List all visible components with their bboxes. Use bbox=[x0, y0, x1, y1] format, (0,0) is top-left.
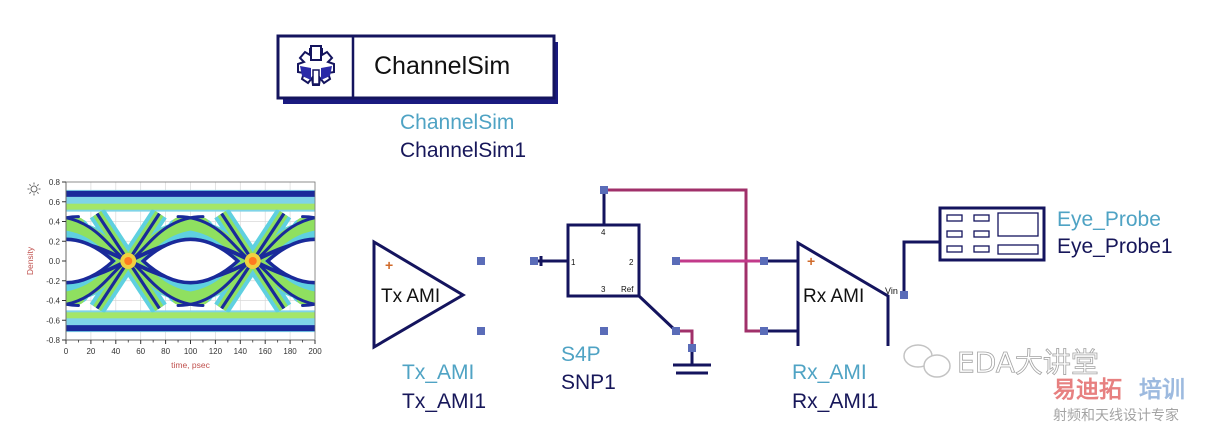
pin-square[interactable] bbox=[760, 257, 768, 265]
pin-square[interactable] bbox=[477, 257, 485, 265]
eye-diagram-chart: 0 20 40 60 80 100 120 140 160 180 200 0.8 0.6 0.4 0.2 0… bbox=[25, 178, 322, 370]
watermark-company-blue: 培训 bbox=[1139, 376, 1185, 403]
pin-square[interactable] bbox=[672, 257, 680, 265]
rx-plus-marker: + bbox=[807, 253, 815, 269]
pin-square[interactable] bbox=[688, 344, 696, 352]
snp-ref-label: Ref bbox=[621, 285, 634, 294]
y-tick-label: 0.2 bbox=[49, 237, 61, 246]
pin-square[interactable] bbox=[900, 291, 908, 299]
x-tick-label: 60 bbox=[136, 347, 145, 356]
rx-body bbox=[796, 240, 890, 346]
density-band bbox=[66, 312, 315, 319]
y-tick-label: -0.4 bbox=[46, 297, 60, 306]
rx-instance-label: Rx_AMI1 bbox=[792, 390, 879, 413]
tx-instance-label: Tx_AMI1 bbox=[402, 390, 487, 413]
crossing-core bbox=[124, 257, 133, 265]
density-band bbox=[66, 203, 315, 210]
x-tick-label: 100 bbox=[184, 347, 198, 356]
x-tick-label: 160 bbox=[259, 347, 273, 356]
rx-ami-component[interactable]: + Rx AMI Vin bbox=[796, 240, 898, 346]
watermark-tagline: 射频和天线设计专家 bbox=[1053, 407, 1179, 424]
tx-type-label: Tx_AMI bbox=[402, 361, 475, 384]
probe-button-icon bbox=[946, 245, 963, 253]
pin-square[interactable] bbox=[600, 186, 608, 194]
wire-ref-to-ground bbox=[676, 329, 694, 348]
x-tick-label: 200 bbox=[308, 347, 322, 356]
rail-top-line bbox=[66, 191, 315, 197]
eye-opening bbox=[140, 237, 241, 285]
snp-type-label: S4P bbox=[561, 343, 601, 366]
probe-screen-icon bbox=[997, 212, 1039, 237]
snp-port-3: 3 bbox=[601, 285, 606, 294]
snp-port-2: 2 bbox=[629, 258, 634, 267]
eye-probe-component[interactable] bbox=[938, 206, 1046, 262]
probe-button-icon bbox=[946, 214, 963, 222]
probe-button-icon bbox=[973, 214, 990, 222]
pins bbox=[477, 186, 908, 352]
wire-ref bbox=[637, 294, 678, 333]
x-tick-label: 80 bbox=[161, 347, 170, 356]
controller-title: ChannelSim bbox=[374, 52, 511, 80]
probe-button-icon bbox=[973, 230, 990, 238]
y-tick-label: -0.2 bbox=[46, 277, 60, 286]
eye-opening bbox=[265, 237, 315, 285]
y-tick-label: 0.4 bbox=[49, 218, 61, 227]
probe-instance-label: Eye_Probe1 bbox=[1057, 235, 1173, 258]
x-tick-label: 140 bbox=[234, 347, 248, 356]
crossing-core bbox=[248, 257, 257, 265]
snp-port-1: 1 bbox=[571, 258, 576, 267]
snp-instance-label: SNP1 bbox=[561, 371, 616, 394]
watermark-company-red: 易迪拓 bbox=[1053, 377, 1122, 403]
x-tick-label: 180 bbox=[283, 347, 297, 356]
y-tick-label: 0.8 bbox=[49, 178, 61, 187]
pin-square[interactable] bbox=[672, 327, 680, 335]
snp-port-4: 4 bbox=[601, 228, 606, 237]
eye-density bbox=[66, 189, 315, 333]
tx-symbol-text: Tx AMI bbox=[381, 286, 440, 307]
probe-button-icon bbox=[946, 230, 963, 238]
tx-ami-component[interactable]: + Tx AMI bbox=[372, 239, 466, 350]
x-tick-label: 120 bbox=[209, 347, 223, 356]
controller-instance-label: ChannelSim1 bbox=[400, 139, 527, 162]
wechat-icon bbox=[903, 344, 951, 378]
pin-square[interactable] bbox=[530, 257, 538, 265]
channelsim-controller[interactable] bbox=[276, 34, 558, 104]
watermark-brand: EDA大讲堂 bbox=[957, 346, 1099, 379]
watermark: EDA大讲堂 易迪拓 培训 射频和天线设计专家 bbox=[903, 344, 1185, 424]
pin-square[interactable] bbox=[600, 327, 608, 335]
sun-icon bbox=[27, 182, 41, 196]
y-tick-label: -0.6 bbox=[46, 316, 60, 325]
x-tick-label: 0 bbox=[64, 347, 69, 356]
wire-vin-to-probe bbox=[902, 240, 940, 295]
rx-type-label: Rx_AMI bbox=[792, 361, 867, 384]
snp-component[interactable]: 1 2 3 4 Ref bbox=[566, 223, 641, 298]
probe-type-label: Eye_Probe bbox=[1057, 208, 1161, 231]
wires bbox=[534, 188, 940, 348]
x-axis-label: time, psec bbox=[171, 360, 210, 370]
snp-box bbox=[566, 223, 641, 298]
y-tick-label: -0.8 bbox=[46, 336, 60, 345]
controller-type-label: ChannelSim bbox=[400, 111, 515, 134]
probe-slot-icon bbox=[997, 244, 1039, 255]
gear-icon bbox=[297, 45, 335, 86]
rx-vin-label: Vin bbox=[885, 286, 898, 296]
x-tick-label: 20 bbox=[86, 347, 95, 356]
y-tick-label: 0.0 bbox=[49, 257, 61, 266]
tx-triangle bbox=[372, 239, 466, 350]
probe-box bbox=[938, 206, 1046, 262]
y-tick-label: 0.6 bbox=[49, 198, 61, 207]
rx-symbol-text: Rx AMI bbox=[803, 286, 864, 307]
eye-opening bbox=[66, 237, 116, 285]
tx-plus-marker: + bbox=[385, 257, 393, 273]
pin-square[interactable] bbox=[760, 327, 768, 335]
rail-bottom-line bbox=[66, 325, 315, 331]
x-tick-label: 40 bbox=[111, 347, 120, 356]
y-axis-label: Density bbox=[25, 246, 35, 275]
probe-button-icon bbox=[973, 245, 990, 253]
pin-square[interactable] bbox=[477, 327, 485, 335]
